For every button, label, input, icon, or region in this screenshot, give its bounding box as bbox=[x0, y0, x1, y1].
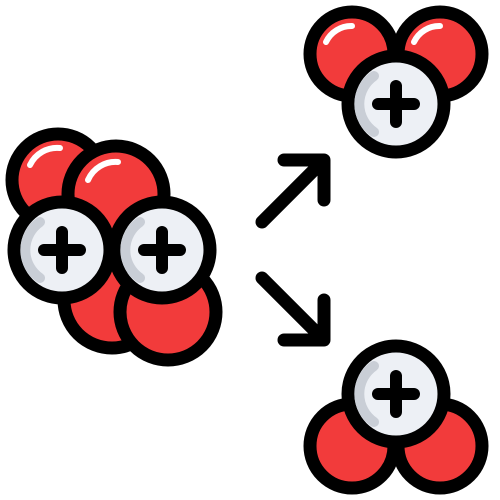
parent-nucleus-icon bbox=[5, 127, 223, 367]
plus-icon bbox=[38, 226, 86, 274]
arrow-up-right-icon bbox=[255, 153, 331, 229]
fragment-bottom-icon bbox=[303, 339, 489, 495]
plus-icon bbox=[372, 80, 420, 128]
plus-icon bbox=[138, 226, 186, 274]
proton-icon bbox=[107, 195, 217, 305]
proton-icon bbox=[341, 339, 451, 449]
proton-icon bbox=[341, 49, 451, 159]
plus-icon bbox=[372, 370, 420, 418]
proton-icon bbox=[7, 195, 117, 305]
arrow-down-right-icon bbox=[255, 271, 331, 347]
fragment-top-icon bbox=[303, 5, 489, 159]
